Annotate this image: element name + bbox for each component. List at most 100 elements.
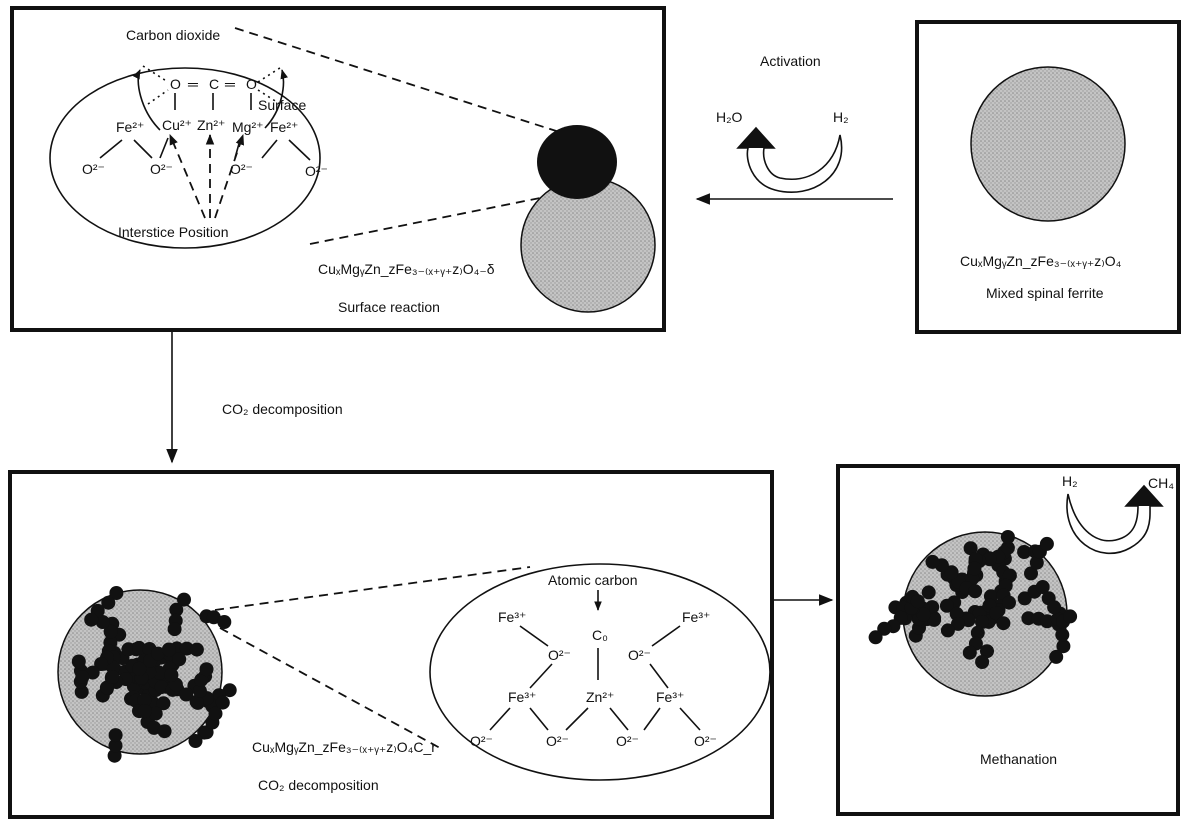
carbon-atom-dot	[968, 584, 983, 599]
carbon-atom-dot	[1024, 566, 1038, 581]
zn2-ion: Zn²⁺	[197, 117, 225, 133]
oxygen-vacancy-cap	[537, 125, 617, 199]
oxide-ion: O²⁻	[150, 161, 173, 177]
h2-label-methanation: H₂	[1062, 473, 1078, 489]
co2-decomposition-caption: CO₂ decomposition	[258, 777, 379, 793]
fe2-ion: Fe²⁺	[270, 119, 298, 135]
carbon-atom-dot	[75, 670, 90, 684]
methanation-arrow-head	[1126, 486, 1162, 506]
mg2-ion: Mg²⁺	[232, 119, 264, 135]
ferrite-particle	[970, 66, 1126, 222]
carbon-atom-dot	[74, 684, 89, 699]
bond-line	[133, 139, 153, 159]
carbon-atom-dot	[108, 728, 123, 743]
carbon-atom-dot	[940, 623, 955, 638]
carbon-atom-dot	[172, 652, 187, 667]
carbon-detail-ellipse	[429, 563, 771, 781]
carbon-atom-dot	[151, 646, 166, 661]
carbon-atom-dot	[105, 670, 119, 684]
carbon-atom-dot	[996, 616, 1011, 631]
carbon-atom-dot	[94, 657, 109, 671]
bond-line	[643, 707, 661, 731]
carbon-atom-dot	[975, 655, 990, 669]
double-bond: ═	[224, 76, 235, 92]
carbon-atom-dot	[1049, 649, 1064, 664]
bond-line	[99, 139, 123, 159]
carbon-atom-dot	[970, 625, 985, 640]
carbon-atom-dot	[101, 595, 116, 610]
carbon-atom-dot	[1000, 530, 1015, 544]
carbon-atom-dot	[208, 706, 223, 721]
carbon-atom-dot	[179, 641, 194, 656]
carbon-atom-dot	[217, 615, 232, 629]
atomic-carbon-deposits	[71, 586, 237, 763]
c0-atom: C₀	[592, 627, 608, 643]
carbon-ferrite-formula: CuₓMgᵧZn_zFe₃₋₍ₓ₊ᵧ₊z₎O₄C_r	[252, 739, 436, 755]
fe3-ion: Fe³⁺	[498, 609, 526, 625]
interaction-dotted-line	[257, 89, 281, 105]
carbon-atom-dot	[939, 598, 954, 613]
h2o-label: H₂O	[716, 109, 743, 125]
interaction-dotted-line	[142, 65, 169, 83]
bond-line	[565, 707, 589, 731]
carbon-atom-dot	[95, 615, 110, 629]
carbon-atom-dot	[963, 541, 978, 556]
oxide-ion: O²⁻	[305, 163, 328, 179]
surface-reaction-caption: Surface reaction	[338, 299, 440, 315]
carbon-atom-dot	[107, 748, 122, 763]
carbon-atom-dot	[194, 672, 209, 687]
carbon-atom-dot	[137, 693, 152, 708]
carbon-atom-dot	[877, 621, 892, 636]
oxide-ion: O²⁻	[82, 161, 105, 177]
bond-line	[649, 663, 669, 689]
carbon-atom-dot	[121, 642, 136, 657]
carbon-atom-dot	[103, 624, 118, 639]
carbon-atom-dot	[1002, 595, 1016, 610]
carbon-atom-dot	[916, 607, 931, 622]
mixed-ferrite-label: Mixed spinal ferrite	[986, 285, 1104, 301]
co2-decomposition-arrow-label: CO₂ decomposition	[222, 401, 343, 417]
interstice-position-label: Interstice Position	[118, 224, 229, 240]
carbon-atom-dot	[154, 680, 169, 695]
carbon-dioxide-label: Carbon dioxide	[126, 27, 220, 43]
carbon-atom-dot	[152, 665, 167, 680]
reduced-ferrite-formula: CuₓMgᵧZn_zFe₃₋₍ₓ₊ᵧ₊z₎O₄₋δ	[318, 261, 495, 277]
carbon-atom-dot	[1021, 611, 1036, 626]
carbon-atom-dot	[944, 565, 959, 580]
interstice-arrow	[169, 134, 206, 219]
carbon-atom-dot	[179, 687, 194, 702]
bond-line	[609, 707, 629, 731]
carbon-atom-dot	[989, 606, 1004, 621]
activation-arrow-head	[738, 128, 774, 148]
carbon-atom-dot	[192, 683, 207, 698]
carbon-atom-dot	[868, 630, 883, 645]
carbon-atom-dot	[910, 594, 925, 609]
bond-line	[529, 663, 553, 689]
h2-label-activation: H₂	[833, 109, 849, 125]
carbon-atom-dot	[1035, 580, 1050, 594]
carbon-atom-dot	[215, 695, 230, 710]
interaction-dotted-line	[147, 89, 169, 105]
carbon-atom-dot	[161, 642, 176, 657]
cu2-ion: Cu²⁺	[162, 117, 192, 133]
carbon-atom-dot	[132, 640, 147, 655]
carbon-atom-dot	[982, 552, 997, 567]
carbon-atom-dot	[1055, 627, 1070, 642]
carbon-atom-dot	[1029, 555, 1044, 570]
oxide-ion: O²⁻	[616, 733, 639, 749]
carbon-atom-dot	[975, 615, 989, 629]
carbon-atom-dot	[1039, 536, 1054, 551]
bond-line	[288, 139, 311, 161]
carbon-atom-dot	[188, 734, 203, 748]
zoom-line	[214, 566, 531, 611]
reduced-ferrite-particle	[520, 177, 656, 313]
carbon-atom-dot	[1017, 591, 1032, 606]
oxide-ion: O²⁻	[628, 647, 651, 663]
carbon-atom-dot	[148, 706, 163, 721]
bond-line	[519, 625, 549, 647]
carbon-atom-dot	[1063, 609, 1078, 624]
carbon-atom-dot	[199, 662, 214, 677]
carbon-atom-dot	[206, 610, 221, 625]
bond-line	[679, 707, 701, 731]
